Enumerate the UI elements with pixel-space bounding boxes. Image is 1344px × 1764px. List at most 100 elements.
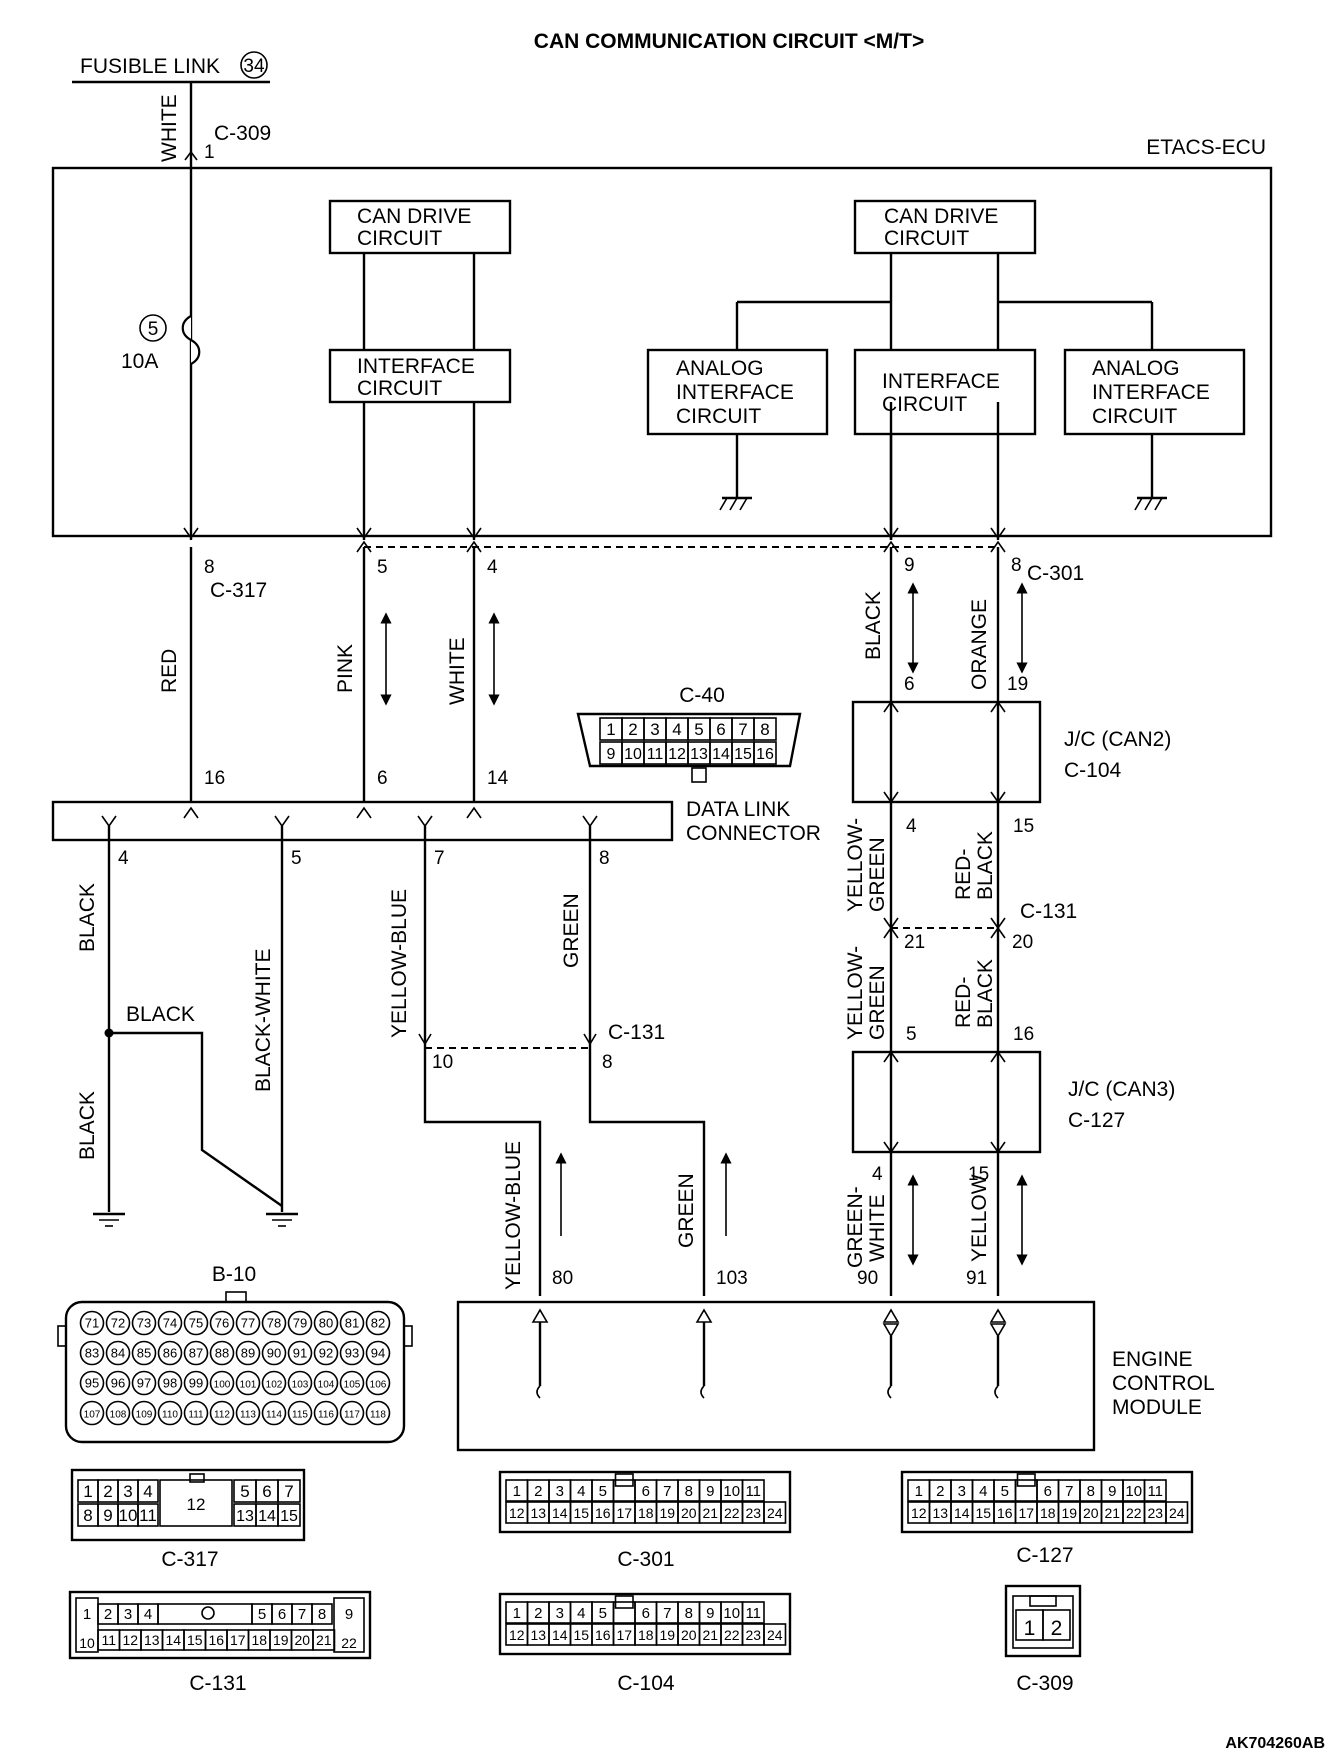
connector-pin-number: 13 (690, 746, 708, 763)
connector-pin-number: 110 (162, 1410, 178, 1421)
wire-black-upper: BLACK (76, 883, 99, 952)
connector-pin-number: 7 (1065, 1483, 1073, 1500)
connector-pin-cell (313, 1370, 339, 1396)
connector-pin-number: 15 (975, 1505, 991, 1521)
connector-pin-number: 2 (534, 1483, 542, 1500)
connector-pin-number: 15 (280, 1508, 298, 1525)
jc-can2-label: J/C (CAN2) (1064, 728, 1171, 751)
connector-c40-label: C-40 (679, 684, 725, 707)
pin-ecm-90: 90 (857, 1268, 878, 1289)
pin-jc2-15: 15 (1013, 816, 1034, 837)
connector-pin-number: 98 (163, 1376, 177, 1391)
connector-pin-number: 11 (647, 746, 664, 763)
connector-pin-cell (235, 1310, 261, 1336)
connector-pin-number: 1 (83, 1482, 92, 1501)
connector-pin-cell (1143, 1479, 1167, 1502)
connector-pin-number: 2 (534, 1605, 542, 1622)
connector-c317-caption: C-317 (161, 1548, 218, 1571)
connector-c317-label: C-317 (210, 579, 267, 602)
ecm-label-l3: MODULE (1112, 1396, 1202, 1419)
analog-right-l2: INTERFACE (1092, 381, 1210, 404)
fusible-link: FUSIBLE LINK 34 (72, 51, 270, 84)
connector-pin-number: 71 (85, 1316, 99, 1331)
connector-pin-number: 20 (681, 1627, 697, 1643)
connector-pin-number: 16 (595, 1505, 611, 1521)
pin-ecm-91: 91 (966, 1268, 987, 1289)
connector-pin-number: 19 (659, 1627, 675, 1643)
connector-pin-number: 15 (187, 1632, 203, 1648)
connector-pin-number: 1 (513, 1605, 521, 1622)
connector-pin-number: 100 (214, 1380, 231, 1391)
connector-pin-cell (105, 1340, 131, 1366)
jc-can3 (851, 1050, 1042, 1154)
wire-black-can: BLACK (862, 591, 885, 660)
connector-pin-number: 9 (1108, 1483, 1116, 1500)
interface-left-l1: INTERFACE (357, 355, 475, 378)
wire-green-white-b: WHITE (866, 1194, 889, 1262)
connector-pin-number: 103 (292, 1380, 309, 1391)
connector-pin-number: 92 (319, 1346, 333, 1361)
wire-yellow-blue-upper: YELLOW-BLUE (388, 889, 411, 1038)
connector-pin-number: 116 (318, 1410, 334, 1421)
ground-icon (719, 434, 752, 511)
connector-pin-number: 79 (293, 1316, 307, 1331)
connector-pin-number: 73 (137, 1316, 151, 1331)
connector-pin-number: 14 (552, 1627, 568, 1643)
connector-pin-cell (105, 1400, 131, 1426)
connector-pin-number: 80 (319, 1316, 333, 1331)
can-drive-right-l2: CIRCUIT (884, 227, 969, 250)
wire-yellow-green-1b: GREEN (866, 837, 889, 912)
connector-pin-cell (131, 1310, 157, 1336)
connector-pin-number: 2 (628, 720, 637, 739)
connector-pin-cell (287, 1400, 313, 1426)
fuse-rating: 10A (121, 350, 158, 373)
connector-pin-number: 11 (101, 1632, 116, 1648)
pin-jc3-16: 16 (1013, 1024, 1034, 1045)
connector-pin-number: 6 (642, 1483, 650, 1500)
fuse-number: 5 (148, 319, 159, 340)
connector-pin-cell (79, 1310, 105, 1336)
connector-pin-number: 12 (509, 1627, 525, 1643)
wire-yellow-label: YELLOW (968, 1174, 991, 1262)
connector-pin-number: 5 (599, 1483, 607, 1500)
connector-pin-number: 88 (215, 1346, 229, 1361)
connector-pin-cell (209, 1370, 235, 1396)
pin-c317-8: 8 (204, 557, 215, 578)
connector-pin-number: 3 (958, 1483, 966, 1500)
connector-pin-number: 3 (123, 1482, 132, 1501)
connector-pin-cell (339, 1370, 365, 1396)
connector-pin-cell (157, 1310, 183, 1336)
pin-jc3-5: 5 (906, 1024, 917, 1045)
pin-dlc-5: 5 (291, 848, 302, 869)
connector-pin-number: 97 (137, 1376, 151, 1391)
connector-pin-number: 83 (85, 1346, 99, 1361)
fusible-link-number-circle (240, 51, 268, 79)
connector-pin-number: 89 (241, 1346, 255, 1361)
connector-pin-cell (157, 1400, 183, 1426)
connector-pin-cell (209, 1400, 235, 1426)
pin-c301-8: 8 (1011, 555, 1022, 576)
connector-pin-number: 86 (163, 1346, 177, 1361)
connector-pin-number: 9 (345, 1606, 353, 1623)
wire-white-label: WHITE (446, 637, 469, 705)
connector-pin-number: 77 (241, 1316, 255, 1331)
connector-pin-number: 16 (756, 746, 774, 763)
can-drive-left-l2: CIRCUIT (357, 227, 442, 250)
connector-c127-caption: C-127 (1016, 1544, 1073, 1567)
connector-pin-cell (157, 1340, 183, 1366)
interface-circuit-left (328, 348, 512, 404)
connector-pin-number: 108 (110, 1410, 127, 1421)
connector-pin-cell (209, 1340, 235, 1366)
wire-yellow-green-1a: YELLOW- (844, 818, 867, 912)
connector-pin-number: 22 (1126, 1505, 1142, 1521)
connector-pin-number: 16 (208, 1632, 224, 1648)
analog-left-l1: ANALOG (676, 357, 764, 380)
connector-pin-number: 84 (111, 1346, 125, 1361)
connector-pin-number: 2 (103, 1482, 112, 1501)
connector-pin-number: 11 (1147, 1483, 1163, 1500)
